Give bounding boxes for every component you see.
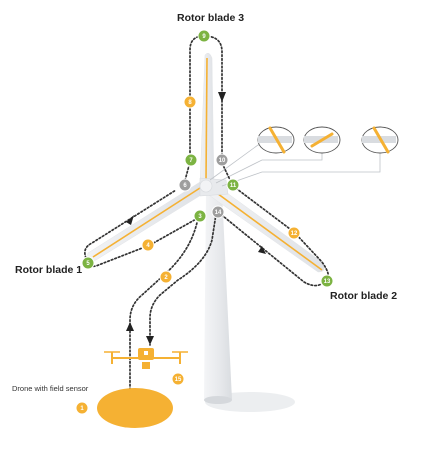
arrow-down-right: [146, 336, 154, 345]
detail-view-3: [361, 126, 399, 154]
label-rotor-blade-2: Rotor blade 2: [330, 290, 398, 302]
path-5-to-6: [84, 189, 177, 259]
step-marker-circle: [320, 274, 334, 288]
step-marker-7: 7: [184, 153, 198, 167]
step-marker-3: 3: [193, 209, 207, 223]
step-marker-circle: [183, 95, 197, 109]
step-marker-8: 8: [183, 95, 197, 109]
step-marker-circle: [75, 401, 89, 415]
step-marker-number: 9: [202, 34, 206, 40]
detail-connector-3: [221, 152, 381, 187]
step-marker-number: 7: [189, 158, 193, 164]
step-marker-number: 13: [324, 279, 331, 285]
step-marker-5: 5: [81, 256, 95, 270]
step-marker-number: 12: [291, 231, 298, 237]
step-marker-number: 4: [146, 243, 150, 249]
turbine-tower: [204, 192, 232, 400]
blade-3-inspection-line: [205, 57, 208, 183]
step-marker-circle: [159, 270, 173, 284]
step-marker-2: 2: [159, 270, 173, 284]
detail-view-2: [303, 126, 341, 154]
step-marker-circle: [215, 153, 229, 167]
step-marker-circle: [197, 29, 211, 43]
step-marker-number: 15: [175, 377, 182, 383]
drone: [104, 348, 188, 369]
step-marker-4: 4: [141, 238, 155, 252]
step-marker-circle: [193, 209, 207, 223]
turbine-hub: [199, 179, 213, 193]
detail-view-1: [257, 126, 295, 154]
path-14-to-drone: [149, 213, 217, 346]
label-rotor-blade-1: Rotor blade 1: [15, 264, 83, 276]
step-marker-14: 14: [211, 205, 225, 219]
step-marker-number: 14: [215, 210, 222, 216]
step-marker-number: 11: [230, 183, 237, 189]
step-marker-9: 9: [197, 29, 211, 43]
step-marker-15: 15: [171, 372, 185, 386]
step-marker-circle: [81, 256, 95, 270]
step-marker-number: 3: [198, 214, 202, 220]
step-marker-number: 6: [183, 183, 187, 189]
step-marker-number: 10: [219, 158, 226, 164]
blade-1-inspection-line: [92, 187, 201, 258]
step-marker-circle: [211, 205, 225, 219]
blade-2-inspection-line: [209, 187, 323, 271]
step-marker-circle: [171, 372, 185, 386]
step-marker-10: 10: [215, 153, 229, 167]
step-marker-6: 6: [178, 178, 192, 192]
step-marker-number: 5: [86, 261, 90, 267]
label-rotor-blade-3: Rotor blade 3: [177, 12, 245, 24]
step-marker-12: 12: [287, 226, 301, 240]
step-marker-13: 13: [320, 274, 334, 288]
step-marker-11: 11: [226, 178, 240, 192]
tower-base: [204, 396, 232, 404]
step-marker-number: 2: [164, 275, 168, 281]
step-marker-circle: [178, 178, 192, 192]
detail-connector-2: [215, 152, 323, 184]
arrow-blade1: [126, 215, 134, 225]
step-marker-number: 8: [188, 100, 192, 106]
path-drone-to-2: [129, 274, 165, 406]
label-drone: Drone with field sensor: [12, 384, 89, 393]
landing-pad: [97, 388, 173, 428]
step-marker-number: 1: [80, 406, 84, 412]
arrow-blade2: [258, 246, 266, 254]
arrow-up-left: [126, 322, 134, 331]
step-marker-circle: [141, 238, 155, 252]
step-marker-1: 1: [75, 401, 89, 415]
step-marker-circle: [184, 153, 198, 167]
arrow-blade3: [218, 92, 226, 102]
path-2-to-3: [163, 217, 199, 276]
step-marker-circle: [287, 226, 301, 240]
step-marker-circle: [226, 178, 240, 192]
